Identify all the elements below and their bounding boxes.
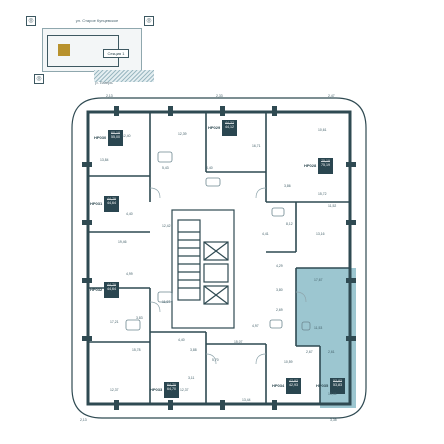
current-building-marker — [58, 44, 70, 56]
apartment-code: НР031 — [90, 201, 103, 206]
room-area-label: 3,11 — [188, 376, 195, 380]
axis-label: 2,47 — [328, 94, 335, 98]
room-area-label: 2,69 — [276, 308, 283, 312]
room-area-label: 5,70 — [212, 358, 219, 362]
room-area-label: 12,42 — [162, 224, 171, 228]
room-area-label: 3,83 — [136, 316, 143, 320]
area: 44,12 — [225, 125, 234, 129]
old-area: 44,32 — [225, 121, 234, 125]
apartment-code: НР032 — [90, 287, 103, 292]
axis-label: 2,33 — [216, 94, 223, 98]
apartment-area-badge: 64,70 64,70 — [164, 382, 179, 398]
apartment-area-badge: 44,79 44,64 — [104, 282, 119, 298]
apartment-area-badge: 53,83 53,83 — [330, 378, 345, 394]
room-area-label: 4,40 — [126, 212, 133, 216]
room-area-label: 11,53 — [314, 326, 323, 330]
outer-walls — [86, 110, 352, 406]
apartment-code: НР035 — [316, 383, 329, 388]
old-area: 44,79 — [107, 283, 116, 287]
location-bottom-icon: ◎ — [34, 74, 44, 84]
old-area: 53,83 — [333, 379, 342, 383]
site-block: Секция 1 — [42, 28, 142, 72]
room-area-label: 13,44 — [242, 398, 251, 402]
room-area-label: 17,21 — [110, 320, 119, 324]
apartment-area-badge: 60,18 55,00 — [108, 130, 123, 146]
room-area-label: 2,67 — [306, 350, 313, 354]
room-area-label: 15,78 — [132, 348, 141, 352]
room-area-label: 19,46 — [118, 240, 127, 244]
location-left-icon: ◎ — [26, 16, 36, 26]
room-area-label: 2,61 — [328, 350, 335, 354]
old-area: 64,70 — [167, 383, 176, 387]
area: 53,83 — [333, 383, 342, 387]
highlighted-apartment — [296, 268, 356, 408]
room-area-label: 12,37 — [110, 388, 119, 392]
area: 55,00 — [111, 135, 120, 139]
room-area-label: 11,97 — [162, 300, 171, 304]
axis-label: 2,13 — [106, 94, 113, 98]
axis-label: 3,35 — [330, 418, 337, 422]
area: 75,19 — [321, 163, 330, 167]
room-area-label: 17,67 — [314, 278, 323, 282]
room-area-label: 12,37 — [180, 388, 189, 392]
room-area-label: 4,29 — [276, 264, 283, 268]
location-right-icon: ◎ — [144, 16, 154, 26]
area: 42,93 — [289, 383, 298, 387]
apartment-code: НР033 — [150, 387, 163, 392]
room-area-label: 4,40 — [178, 338, 185, 342]
corner-balconies — [71, 97, 367, 419]
room-area-label: 4,99 — [126, 272, 133, 276]
section-label: Секция 1 — [103, 49, 129, 58]
bathroom-fixtures — [125, 151, 311, 331]
apartment-area-badge: 44,79 44,64 — [104, 196, 119, 212]
apartment-code: НР034 — [272, 383, 285, 388]
window-piers — [82, 106, 356, 410]
room-area-label: 10,61 — [318, 128, 327, 132]
room-area-label: 4,40 — [206, 166, 213, 170]
door-swings — [149, 187, 307, 365]
old-area: 60,18 — [111, 131, 120, 135]
old-area: 44,79 — [107, 197, 116, 201]
building-core — [171, 209, 235, 329]
room-area-label: 3,80 — [276, 288, 283, 292]
room-area-label: 5,43 — [162, 166, 169, 170]
street-top-label: ул. Старое Кунцевское — [75, 18, 119, 23]
street-bottom-label: р. Лагерь — [95, 80, 113, 85]
apartment-area-badge: 75,19 75,19 — [318, 158, 333, 174]
room-area-label: 13,16 — [316, 232, 325, 236]
apartment-area-badge: 44,32 44,12 — [222, 120, 237, 136]
room-area-label: 10,59 — [284, 360, 293, 364]
apartment-area-badge: 42,93 42,93 — [286, 378, 301, 394]
room-area-label: 4,97 — [252, 324, 259, 328]
axis-label: 2,13 — [80, 418, 87, 422]
room-area-label: 12,39 — [178, 132, 187, 136]
room-area-label: 4,41 — [262, 232, 269, 236]
room-area-label: 16,71 — [252, 144, 261, 148]
room-area-label: 11,52 — [328, 204, 337, 208]
apartment-code: НР030 — [94, 135, 107, 140]
room-area-label: 3,86 — [284, 184, 291, 188]
room-area-label: 15,07 — [234, 340, 243, 344]
room-area-label: 8,12 — [286, 222, 293, 226]
river-hatch — [94, 70, 154, 82]
apartment-code: НР028 — [304, 163, 317, 168]
site-map: ул. Старое Кунцевское ◎ ◎ Секция 1 ◎ р. … — [24, 12, 154, 92]
floor-plan-drawing — [71, 97, 367, 419]
interior-walls — [88, 112, 350, 404]
area: 44,64 — [107, 201, 116, 205]
room-area-label: 3,88 — [190, 348, 197, 352]
old-area: 75,19 — [321, 159, 330, 163]
room-area-label: 13,44 — [328, 392, 337, 396]
apartment-code: НР029 — [208, 125, 221, 130]
floor-plan: НР030 60,18 55,00 НР029 44,32 44,12 НР02… — [66, 92, 372, 424]
room-area-label: 13,84 — [100, 158, 109, 162]
room-area-label: 12,40 — [122, 134, 131, 138]
area: 44,64 — [107, 287, 116, 291]
old-area: 42,93 — [289, 379, 298, 383]
room-area-label: 15,72 — [318, 192, 327, 196]
area: 64,70 — [167, 387, 176, 391]
